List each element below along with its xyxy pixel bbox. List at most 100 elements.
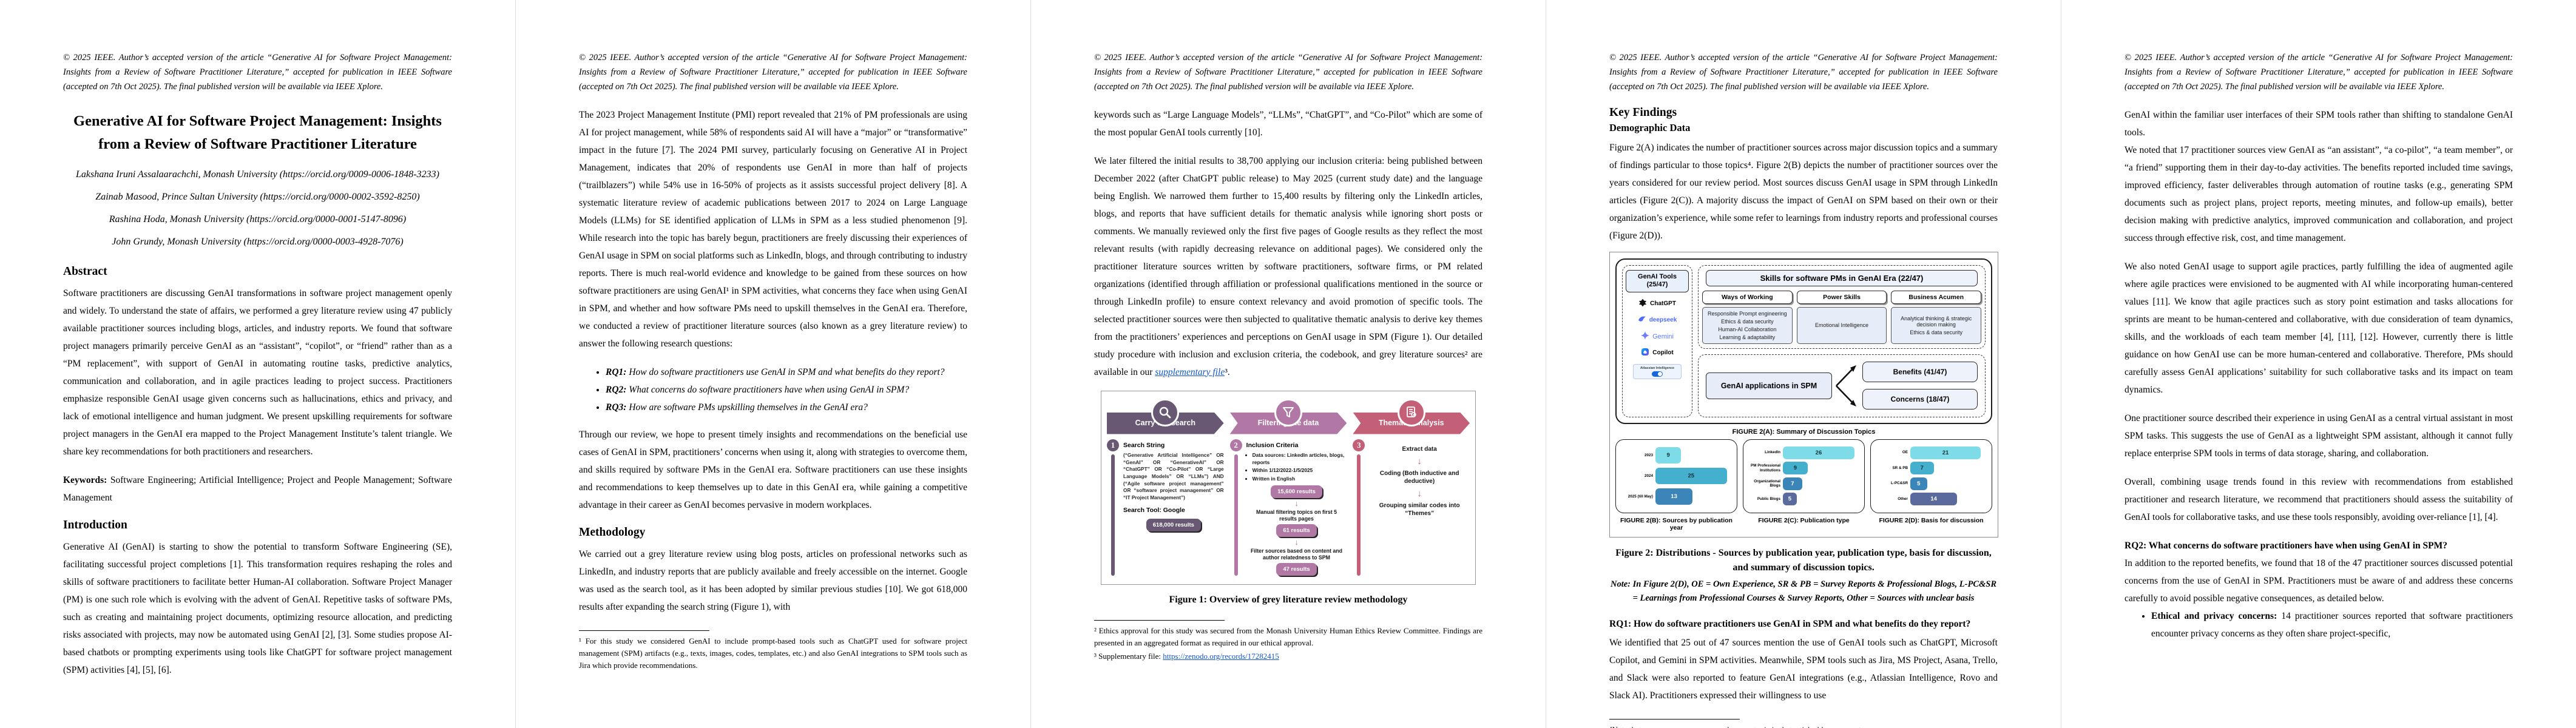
author-line: Rashina Hoda, Monash University (https:/…	[109, 214, 407, 224]
step2-number: 2	[1229, 439, 1242, 451]
rq3-text: How are software PMs upskilling themselv…	[626, 402, 868, 413]
figure-2-note: Note: In Figure 2(D), OE = Own Experienc…	[1610, 579, 1997, 603]
bar-value-label: 9	[1666, 452, 1670, 459]
author-block: Lakshana Iruni Assalaarachchi, Monash Un…	[63, 163, 452, 253]
assistant-benefits-paragraph: We noted that 17 practitioner sources vi…	[2125, 144, 2513, 243]
pmi-report-paragraph: The 2023 Project Management Institute (P…	[579, 109, 967, 349]
inclusion-criteria-list: Data sources: LinkedIn articles, blogs, …	[1253, 452, 1347, 482]
coding-step: Coding (Both inductive and deductive)	[1379, 470, 1459, 485]
benefits-box: Benefits (41/47)	[1862, 362, 1978, 382]
bar-value-label: 14	[1930, 496, 1937, 503]
ways-of-working-items: Responsible Prompt engineering Ethics & …	[1702, 306, 1793, 344]
chart-d-caption: FIGURE 2(D): Basis for discussion	[1879, 516, 1984, 524]
demographic-paragraph: Figure 2(A) indicates the number of prac…	[1609, 142, 1998, 241]
bar-value-label: 13	[1671, 493, 1677, 500]
skill-item: Ethics & data security	[1721, 318, 1774, 325]
filter-sources-step: Filter sources based on content and auth…	[1250, 548, 1343, 561]
chart-c-caption: FIGURE 2(C): Publication type	[1758, 516, 1850, 524]
step2-banner: Filtering the data	[1230, 413, 1347, 434]
bar: 21	[1910, 446, 1981, 459]
bar-value-label: 5	[1788, 496, 1791, 503]
tool-label: ChatGPT	[1650, 300, 1676, 307]
rq1-label: RQ1:	[606, 366, 627, 377]
skill-item: Human-AI Collaboration	[1718, 326, 1777, 332]
down-arrow-icon: ↓	[1417, 456, 1422, 467]
bar-value-label: 25	[1688, 473, 1695, 479]
bar-value-label: 5	[1917, 480, 1921, 487]
results-badge-15600: 15,600 results	[1271, 485, 1322, 498]
page-1: © 2025 IEEE. Author’s accepted version o…	[0, 0, 515, 728]
bar-category-label: PM Professional Institutions	[1751, 463, 1780, 473]
genai-tools-header: GenAI Tools (25/47)	[1626, 269, 1689, 292]
author-line: John Grundy, Monash University (https://…	[112, 236, 404, 247]
skill-item: Emotional Intelligence	[1814, 322, 1869, 328]
footnote-rule	[1609, 718, 1740, 720]
bar-category-label: SR & PB	[1892, 465, 1908, 470]
bar: 7	[1910, 462, 1934, 475]
bar: 9	[1655, 447, 1682, 464]
copyright-note: © 2025 IEEE. Author’s accepted version o…	[2125, 52, 2513, 92]
figure-2a-caption: FIGURE 2(A): Summary of Discussion Topic…	[1732, 428, 1876, 436]
copyright-note: © 2025 IEEE. Author’s accepted version o…	[63, 52, 452, 92]
supplementary-file-link[interactable]: supplementary file	[1155, 366, 1225, 377]
page-2: © 2025 IEEE. Author’s accepted version o…	[515, 0, 1030, 728]
results-badge-61: 61 results	[1276, 524, 1317, 538]
review-goals-paragraph: Through our review, we hope to present t…	[579, 429, 967, 510]
step1-number: 1	[1107, 439, 1119, 451]
genai-tools-panel: GenAI Tools (25/47) ChatGPT deepseek Gem…	[1622, 265, 1692, 417]
bar-row: SR & PB 7	[1875, 460, 1987, 476]
inclusion-item: Data sources: LinkedIn articles, blogs, …	[1253, 452, 1347, 466]
gemini-icon	[1641, 331, 1650, 342]
bar-category-label: 2023	[1644, 453, 1653, 457]
bar-track: 9	[1655, 445, 1733, 466]
tool-gemini: Gemini	[1641, 331, 1674, 342]
step3-rail	[1357, 454, 1361, 576]
rq2-text: What concerns do software practitioners …	[626, 384, 910, 395]
rq1-item: RQ1: How do software practitioners use G…	[606, 363, 967, 381]
search-tool-label: Search Tool: Google	[1123, 507, 1185, 514]
bar-category-label: 2024	[1644, 473, 1653, 478]
copilot-icon	[1641, 348, 1649, 358]
zenodo-link[interactable]: https://zenodo.org/records/17282415	[1163, 652, 1279, 661]
bar-value-label: 7	[1920, 465, 1924, 472]
ways-of-working-header: Ways of Working	[1702, 290, 1793, 304]
footnote-3: ³ Supplementary file: https://zenodo.org…	[1094, 650, 1482, 662]
chart-b-caption: FIGURE 2(B): Sources by publication year	[1620, 516, 1733, 531]
concerns-box: Concerns (18/47)	[1862, 389, 1978, 410]
bar: 25	[1655, 467, 1727, 485]
bar-track: 5	[1910, 476, 1987, 492]
copyright-note: © 2025 IEEE. Author’s accepted version o…	[1609, 52, 1998, 92]
keywords-continuation-paragraph: keywords such as “Large Language Models”…	[1094, 109, 1482, 138]
down-arrow-icon: ↓	[1294, 538, 1299, 547]
results-badge-47: 47 results	[1276, 563, 1317, 576]
step1-rail	[1111, 454, 1115, 576]
keywords: Keywords: Software Engineering; Artifici…	[63, 471, 452, 507]
figure-2: GenAI Tools (25/47) ChatGPT deepseek Gem…	[1609, 251, 1998, 538]
concern-text: 14 practitioner sources reported that so…	[2151, 610, 2513, 639]
skill-item: Analytical thinking & strategic decision…	[1901, 315, 1972, 328]
bar-row: 2025 (till May)13	[1620, 487, 1733, 507]
keywords-text: Software Engineering; Artificial Intelli…	[63, 474, 452, 503]
grouping-step: Grouping similar codes into “Themes”	[1379, 502, 1460, 517]
checklist-icon	[1397, 398, 1425, 426]
author-line: Lakshana Iruni Assalaarachchi, Monash Un…	[76, 169, 439, 180]
author-line: Zainab Masood, Prince Sultan University …	[95, 191, 420, 202]
virtual-assistant-paragraph: One practitioner source described their …	[2125, 413, 2513, 459]
extract-data-step: Extract data	[1402, 445, 1437, 453]
bar: 13	[1655, 488, 1693, 505]
abstract-text: Software practitioners are discussing Ge…	[63, 288, 452, 457]
search-string-text: (“Generative Artificial Intelligence” OR…	[1123, 452, 1224, 500]
page-5: © 2025 IEEE. Author’s accepted version o…	[2061, 0, 2576, 728]
search-string-heading: Search String	[1123, 441, 1165, 449]
figure-1-caption: Figure 1: Overview of grey literature re…	[1169, 595, 1408, 605]
power-skills-header: Power Skills	[1796, 290, 1887, 304]
business-acumen-column: Business Acumen Analytical thinking & st…	[1891, 290, 1982, 344]
tool-copilot: Copilot	[1641, 348, 1674, 358]
inclusion-criteria-heading: Inclusion Criteria	[1246, 441, 1299, 449]
bar-value-label: 9	[1793, 465, 1797, 472]
